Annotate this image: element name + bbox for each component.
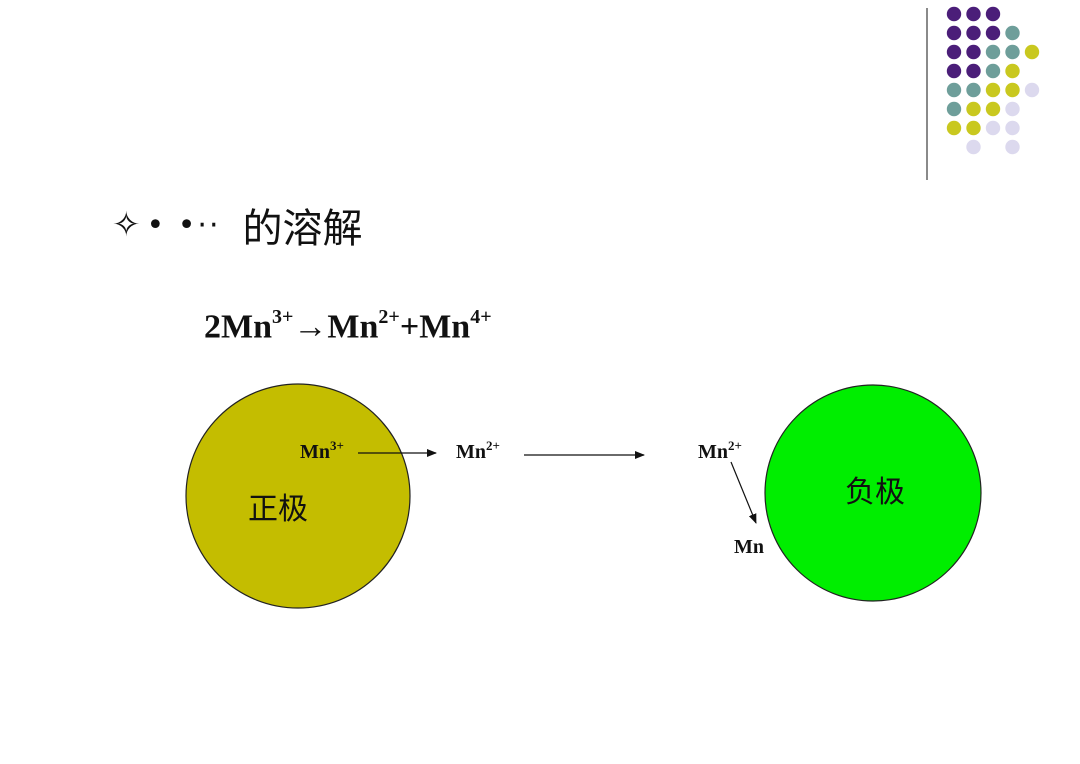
decor-dot (1005, 63, 1020, 79)
arrow-deposition (730, 461, 757, 524)
decor-dot (1005, 120, 1020, 136)
product-1: Mn (327, 308, 379, 346)
decor-dot (1024, 44, 1040, 60)
title-prefix: • •·· (146, 207, 221, 243)
ion-mn2-solution-label: Mn2+ (456, 438, 500, 463)
product-2-charge: 4+ (470, 306, 492, 328)
decor-dot (966, 101, 981, 117)
decor-dot (1005, 25, 1020, 41)
decor-dot (985, 82, 1001, 98)
decor-dot (966, 6, 981, 22)
ion-mn3-label: Mn3+ (300, 438, 344, 463)
product-2: Mn (419, 308, 471, 346)
reactant: 2Mn (204, 308, 272, 346)
decor-dot (1005, 82, 1020, 98)
anode-circle (764, 384, 982, 602)
anode-label: 负极 (845, 475, 905, 510)
decor-dot (985, 120, 1001, 136)
decor-dot (966, 82, 981, 98)
decor-dot (1005, 101, 1020, 117)
decor-dot (1005, 44, 1020, 60)
decor-dot (985, 44, 1001, 60)
ion-mn2-anode-label: Mn2+ (698, 438, 742, 463)
decor-dot (966, 25, 981, 41)
decor-dot (966, 63, 981, 79)
decor-dot (946, 120, 962, 136)
cathode-circle (185, 383, 411, 609)
decor-dot (966, 120, 981, 136)
decor-dot (946, 101, 962, 117)
title-text: 的溶解 (242, 206, 363, 252)
reaction-arrow: → (293, 308, 328, 346)
divider-line (926, 8, 928, 180)
reactant-charge: 3+ (272, 306, 294, 328)
slide-title: ✧ • •·· 的溶解 (112, 196, 363, 254)
decor-dot (985, 25, 1001, 41)
decor-dot (946, 6, 962, 22)
disproportionation-equation: 2Mn3+→Mn2++Mn4+ (204, 306, 492, 346)
sparkle-bullet-icon: ✧ (112, 205, 141, 245)
decor-dot (966, 44, 981, 60)
decor-dot (946, 44, 962, 60)
decor-dot (946, 82, 962, 98)
decor-dot (985, 6, 1001, 22)
plus-sign: + (399, 308, 420, 346)
decorative-dot-grid (946, 6, 1040, 155)
decor-dot (985, 63, 1001, 79)
decor-dot (966, 139, 981, 155)
decor-dot (946, 25, 962, 41)
decor-dot (1005, 139, 1020, 155)
deposited-mn-label: Mn (734, 536, 764, 558)
product-1-charge: 2+ (378, 306, 400, 328)
decor-dot (985, 101, 1001, 117)
decor-dot (1024, 82, 1040, 98)
cathode-label: 正极 (248, 492, 308, 527)
decor-dot (946, 63, 962, 79)
